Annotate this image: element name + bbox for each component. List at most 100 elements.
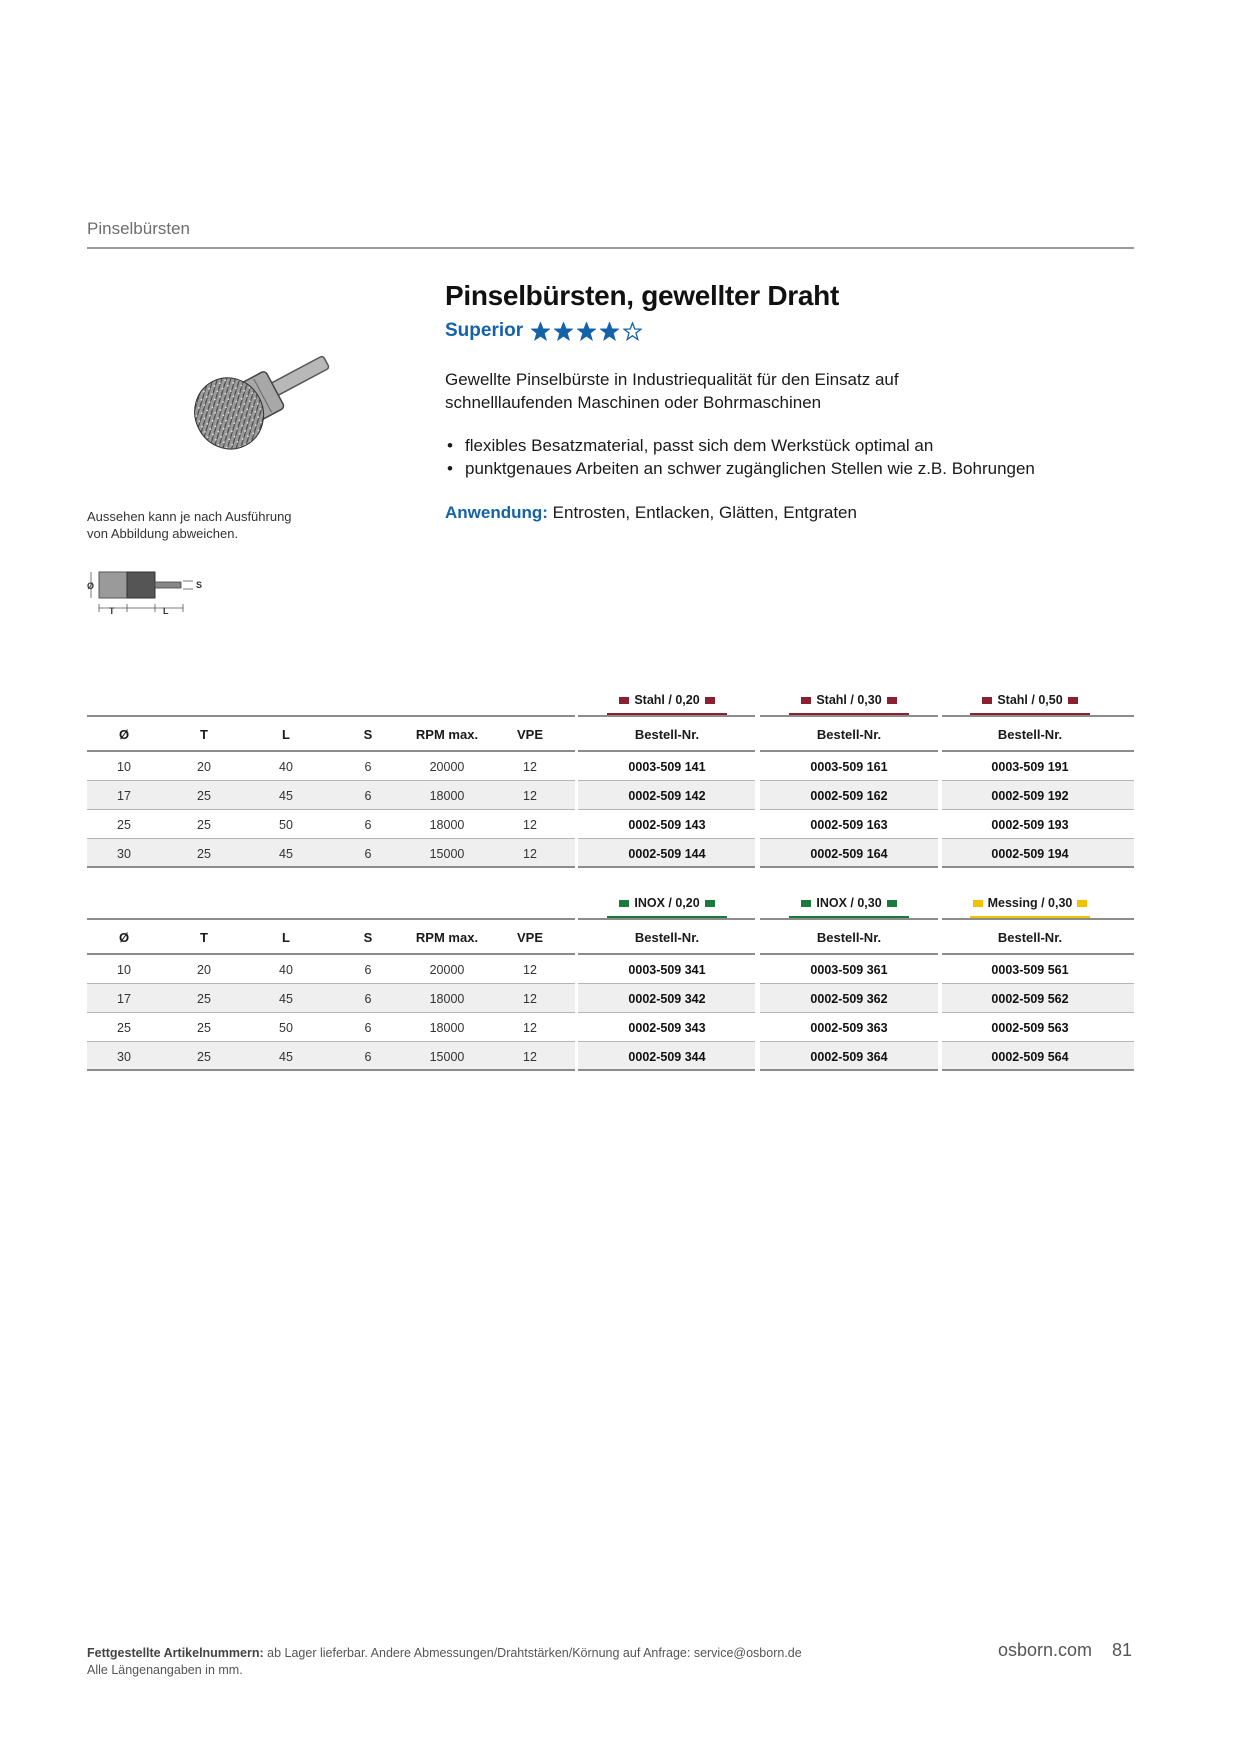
footer-note-units: Alle Längenangaben in mm. <box>87 1663 243 1677</box>
footer-note-text: ab Lager lieferbar. Andere Abmessungen/D… <box>267 1646 802 1660</box>
spec-value: 6 <box>364 1049 372 1064</box>
column-header: VPE <box>516 930 543 945</box>
spec-value: 6 <box>364 846 372 861</box>
spec-value: 6 <box>364 788 372 803</box>
product-title: Pinselbürsten, gewellter Draht <box>445 280 839 311</box>
column-header: T <box>200 930 208 945</box>
rule-segment <box>87 953 575 955</box>
spec-value: 25 <box>197 1020 211 1035</box>
material-color-swatch <box>982 696 993 704</box>
order-number: 0002-509 192 <box>991 788 1069 803</box>
material-color-swatch <box>801 899 812 907</box>
rule-segment <box>760 918 938 920</box>
row-rule <box>942 866 1134 868</box>
order-number: 0003-509 341 <box>628 962 706 977</box>
row-rule <box>578 1069 755 1071</box>
material-color-swatch <box>886 696 897 704</box>
feature-item: flexibles Besatzmaterial, passt sich dem… <box>445 434 1125 457</box>
row-rule <box>942 1041 1134 1042</box>
rule-segment <box>578 750 755 752</box>
row-shade <box>942 839 1134 868</box>
spec-value: 25 <box>117 817 131 832</box>
spec-value: 25 <box>197 788 211 803</box>
material-label-text: INOX / 0,20 <box>634 896 700 910</box>
column-header: Ø <box>118 727 130 742</box>
spec-value: 6 <box>364 759 372 774</box>
material-label-text: INOX / 0,30 <box>816 896 882 910</box>
star-filled-icon <box>554 321 574 341</box>
spec-value: 45 <box>279 991 293 1006</box>
column-header: VPE <box>516 727 543 742</box>
material-color-swatch <box>886 899 897 907</box>
order-number: 0002-509 342 <box>628 991 706 1006</box>
row-shade <box>87 781 575 810</box>
material-color-swatch <box>1077 899 1088 907</box>
row-shade <box>87 839 575 868</box>
spec-value: 20 <box>197 962 211 977</box>
rule-segment <box>760 953 938 955</box>
footer-note-bold: Fettgestellte Artikelnummern: <box>87 1646 264 1660</box>
material-label: INOX / 0,20 <box>607 893 727 918</box>
row-rule <box>578 780 755 781</box>
spec-value: 45 <box>279 846 293 861</box>
spec-value: 40 <box>279 962 293 977</box>
row-rule <box>87 809 575 810</box>
material-label: Stahl / 0,20 <box>607 690 727 715</box>
material-label: Stahl / 0,50 <box>970 690 1090 715</box>
rule-segment <box>942 953 1134 955</box>
row-rule <box>578 1041 755 1042</box>
row-rule <box>942 809 1134 810</box>
application-line: Anwendung: Entrosten, Entlacken, Glätten… <box>445 503 857 523</box>
column-header: L <box>282 930 290 945</box>
product-description: Gewellte Pinselbürste in Industriequalit… <box>445 370 899 412</box>
star-rating <box>531 321 643 341</box>
row-rule <box>87 1012 575 1013</box>
spec-value: 17 <box>117 991 131 1006</box>
order-number: 0002-509 564 <box>991 1049 1069 1064</box>
material-color-swatch <box>619 899 630 907</box>
spec-value: 12 <box>523 1049 537 1064</box>
spec-value: 25 <box>197 817 211 832</box>
row-rule <box>578 983 755 984</box>
star-filled-icon <box>531 321 551 341</box>
order-number: 0002-509 363 <box>810 1020 888 1035</box>
order-number: 0002-509 194 <box>991 846 1069 861</box>
row-rule <box>942 780 1134 781</box>
order-number: 0002-509 343 <box>628 1020 706 1035</box>
star-empty-icon <box>623 321 643 341</box>
row-shade <box>942 984 1134 1013</box>
table-top-rule <box>87 715 1134 717</box>
row-shade <box>578 1042 755 1071</box>
row-shade <box>87 1042 575 1071</box>
spec-value: 45 <box>279 788 293 803</box>
material-color-swatch <box>972 899 983 907</box>
dim-label-t: T <box>109 606 115 616</box>
order-number: 0002-509 143 <box>628 817 706 832</box>
dimension-diagram: Ø T L S <box>87 571 202 616</box>
row-rule <box>578 1012 755 1013</box>
spec-value: 12 <box>523 817 537 832</box>
order-number: 0002-509 344 <box>628 1049 706 1064</box>
order-number: 0002-509 162 <box>810 788 888 803</box>
row-rule <box>87 866 575 868</box>
dim-label-diameter: Ø <box>87 581 94 591</box>
column-header: RPM max. <box>415 727 479 742</box>
rule-segment <box>87 918 575 920</box>
order-number: 0002-509 142 <box>628 788 706 803</box>
rule-segment <box>760 715 938 717</box>
rule-segment <box>578 953 755 955</box>
row-rule <box>942 983 1134 984</box>
spec-value: 25 <box>197 846 211 861</box>
spec-value: 15000 <box>429 846 465 861</box>
dim-label-l: L <box>163 606 169 616</box>
material-color-swatch <box>704 899 715 907</box>
image-disclaimer: Aussehen kann je nach Ausführung von Abb… <box>87 509 292 541</box>
spec-value: 20000 <box>429 962 465 977</box>
application-label: Anwendung: <box>445 503 548 522</box>
column-header: RPM max. <box>415 930 479 945</box>
spec-value: 40 <box>279 759 293 774</box>
